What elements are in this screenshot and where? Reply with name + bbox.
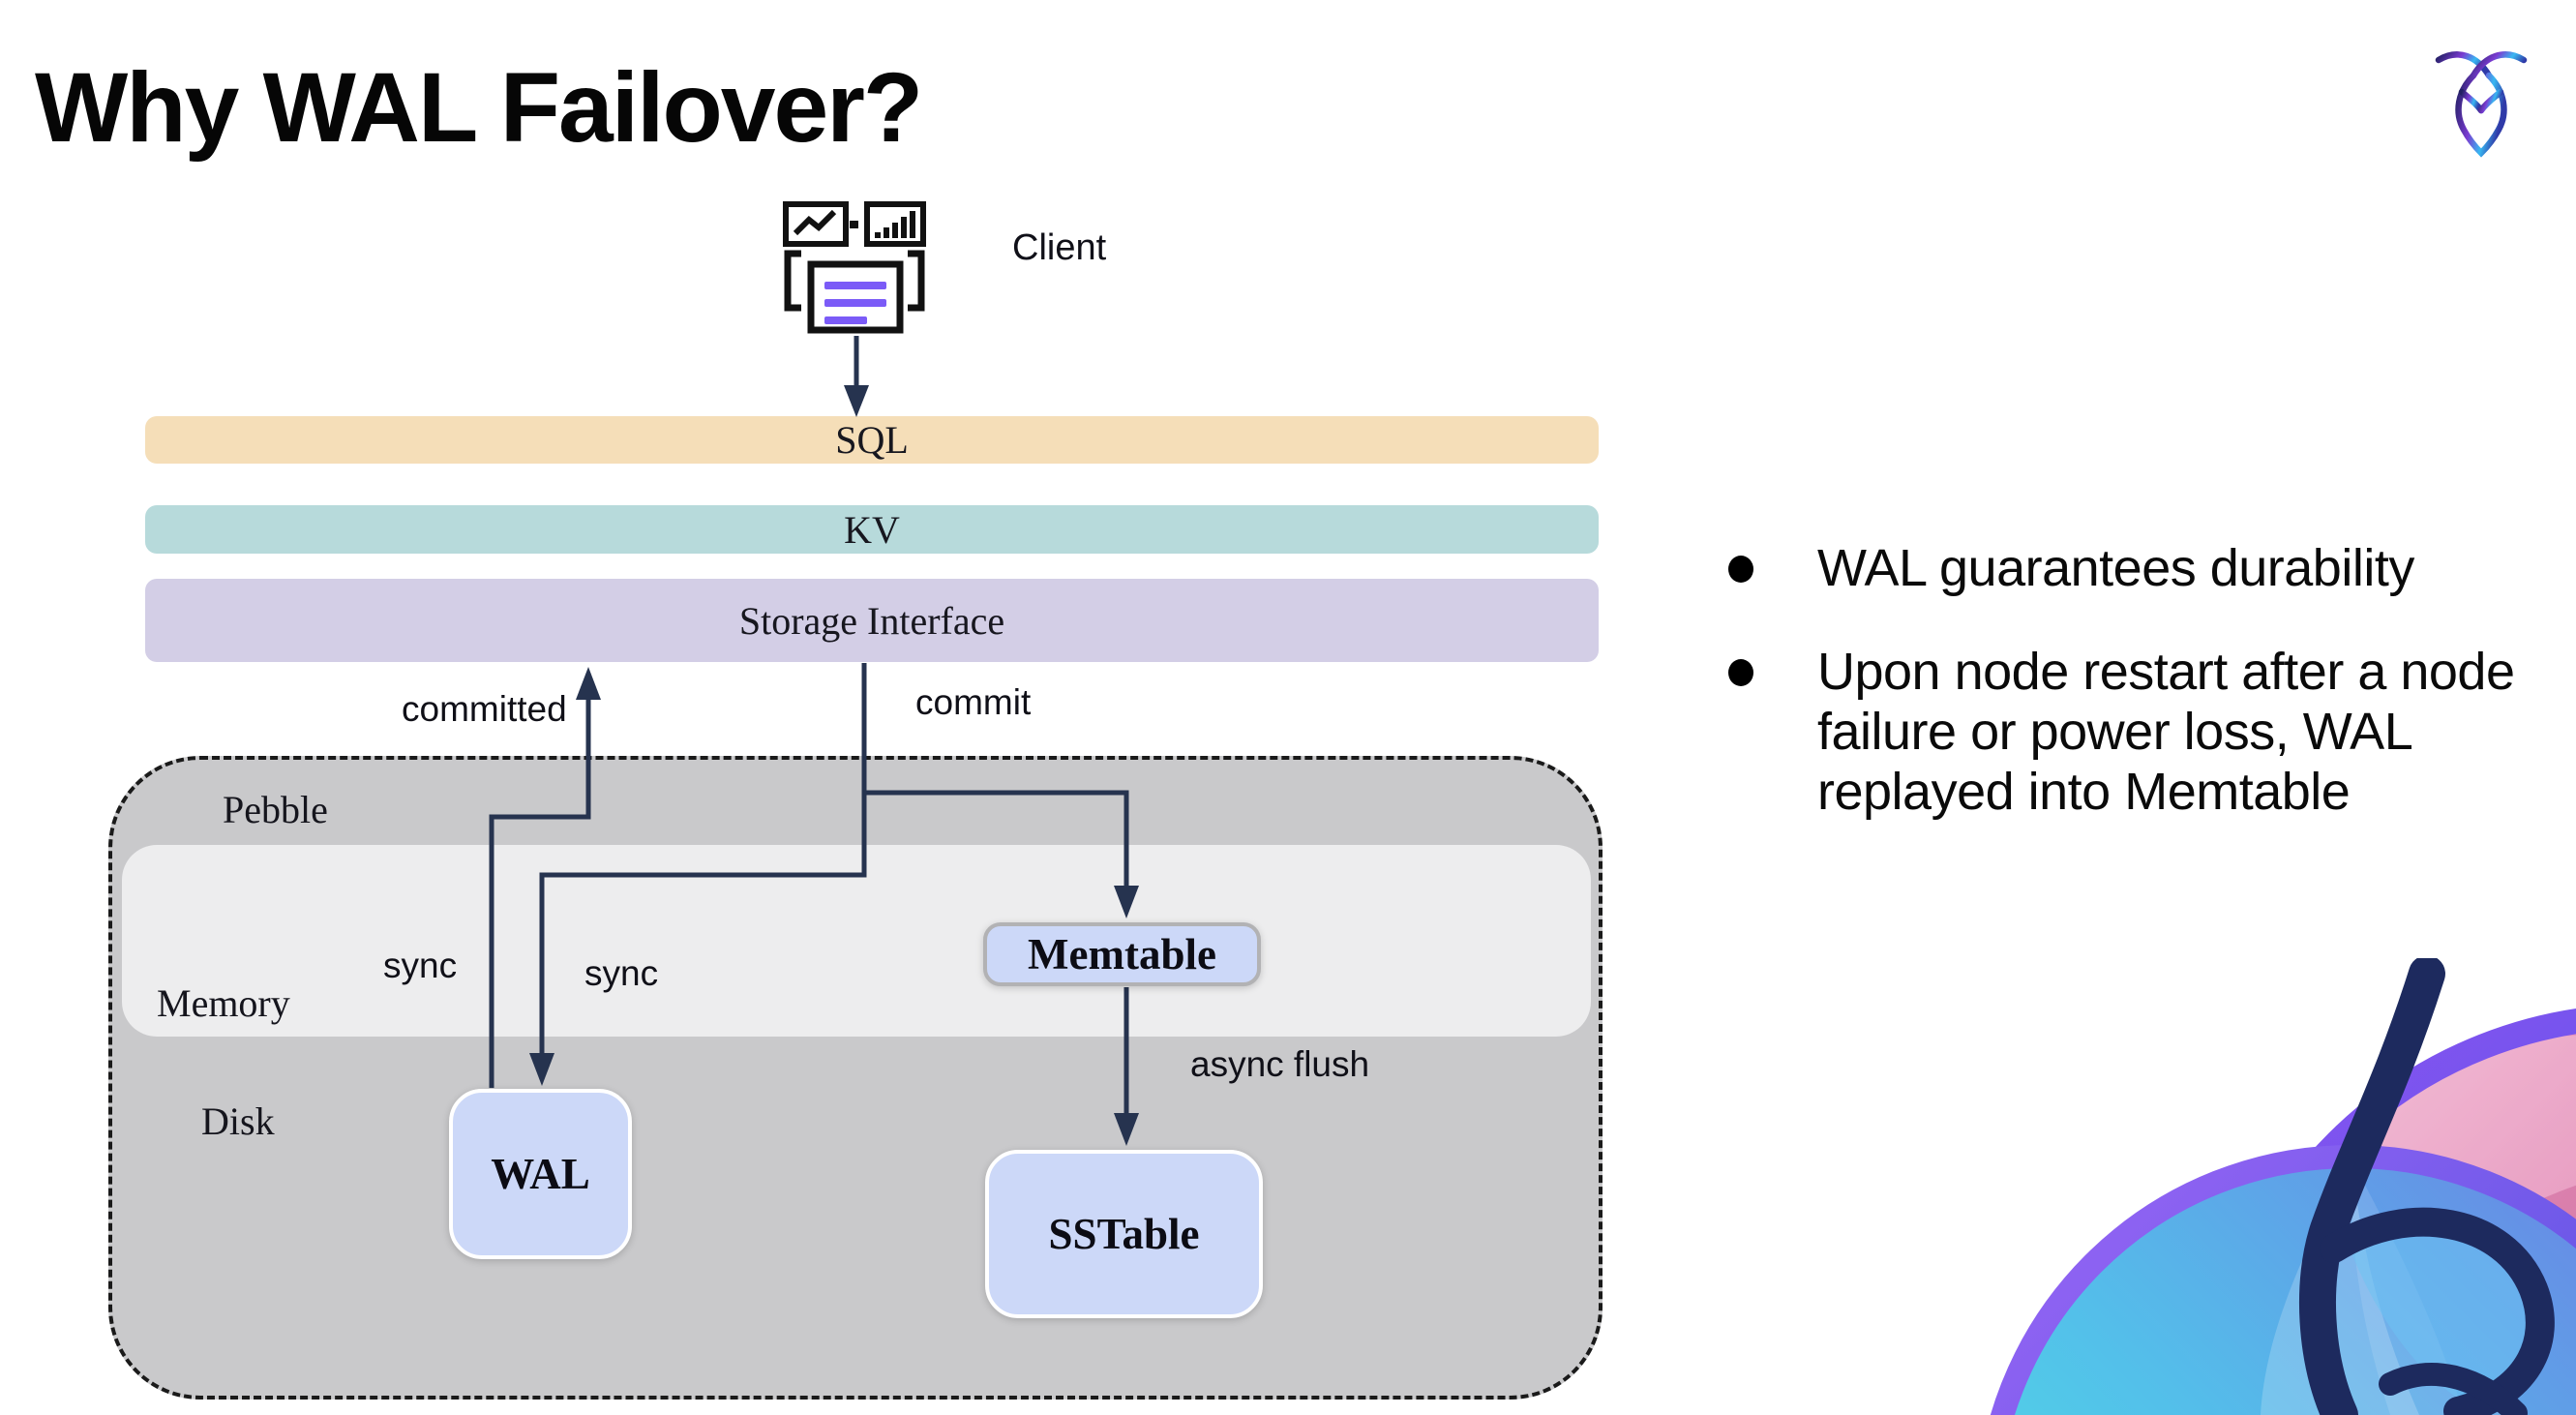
bullet-text: Upon node restart after a node failure o… [1817, 643, 2515, 821]
bullet-list: WAL guarantees durability Upon node rest… [1728, 538, 2561, 822]
layer-bar-kv: KV [145, 505, 1599, 554]
memory-band [122, 845, 1591, 1037]
node-wal-label: WAL [491, 1150, 590, 1198]
bullet-dot-icon [1728, 659, 1753, 686]
left-bracket-glyph [784, 250, 801, 312]
edge-label-sync-right: sync [584, 953, 659, 993]
bullet-dot-icon [1728, 556, 1753, 583]
cockroachdb-logo-icon [2435, 51, 2528, 158]
node-memtable-label: Memtable [1028, 930, 1216, 978]
client-label: Client [1012, 227, 1107, 268]
layer-bar-storage-label: Storage Interface [738, 598, 1005, 643]
dash-glyph [850, 221, 858, 228]
bar-chart-glyph [875, 211, 915, 238]
edge-label-sync-left: sync [383, 946, 458, 985]
layer-bar-sql-label: SQL [835, 418, 909, 462]
memory-label: Memory [157, 981, 290, 1025]
edge-label-async-flush: async flush [1190, 1044, 1370, 1084]
right-bracket-glyph [908, 250, 925, 312]
layer-bar-kv-label: KV [844, 507, 900, 552]
pebble-label: Pebble [223, 788, 328, 831]
edge-label-committed: committed [402, 689, 567, 729]
layer-bar-storage-interface: Storage Interface [145, 579, 1599, 662]
bullet-text: WAL guarantees durability [1817, 539, 2414, 597]
cockroachdb-brand-graphic-icon [1990, 958, 2576, 1415]
disk-label: Disk [201, 1099, 275, 1143]
layer-bar-sql: SQL [145, 416, 1599, 464]
node-wal: WAL [449, 1089, 632, 1259]
node-sstable: SSTable [985, 1150, 1263, 1318]
node-memtable: Memtable [983, 922, 1261, 986]
edge-label-commit: commit [915, 682, 1032, 722]
document-lines-glyph [824, 282, 886, 324]
bullet-item: WAL guarantees durability [1728, 538, 2561, 598]
node-sstable-label: SSTable [1048, 1210, 1200, 1258]
bullet-item: Upon node restart after a node failure o… [1728, 642, 2561, 822]
client-terminal-icon [783, 201, 926, 334]
page-title: Why WAL Failover? [35, 52, 923, 163]
